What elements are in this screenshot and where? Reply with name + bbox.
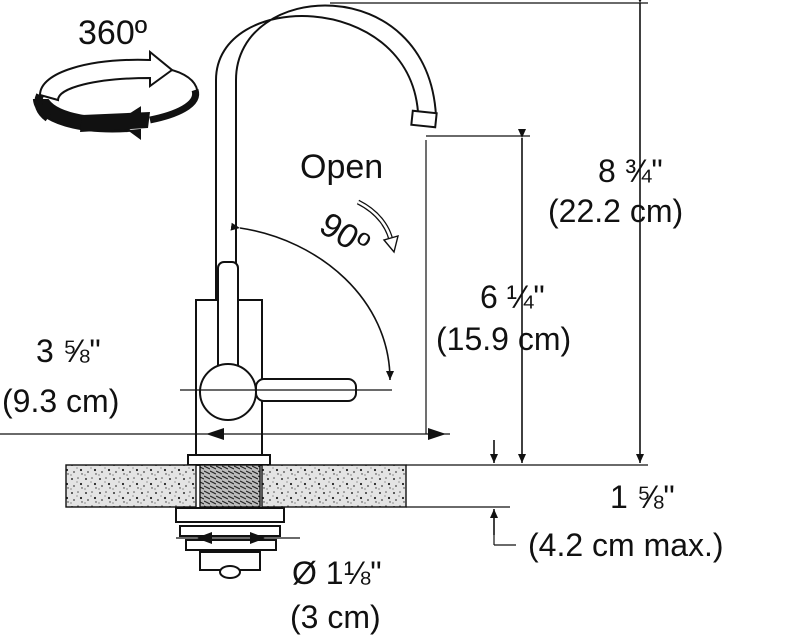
counter-thickness-in: 1 ⅝" (610, 479, 675, 515)
mounting-hardware (175, 507, 285, 579)
open-label: Open (300, 148, 383, 186)
countertop (65, 464, 407, 508)
open-direction-arrow-icon (356, 199, 399, 254)
hole-diameter-cm: (3 cm) (290, 599, 381, 635)
spout-height-cm: (15.9 cm) (436, 321, 571, 357)
hole-diameter-in: Ø 1⅛" (292, 555, 382, 591)
counter-thickness-cm: (4.2 cm max.) (528, 527, 724, 563)
total-height-cm: (22.2 cm) (548, 193, 683, 229)
angle-label: 90º (313, 205, 376, 264)
spout-height-in: 6 ¼" (480, 279, 545, 315)
faucet-spout (215, 4, 438, 369)
rotation-label: 360º (78, 14, 147, 52)
total-height-in: 8 ¾" (598, 153, 663, 189)
reach-in: 3 ⅝" (36, 333, 101, 369)
rotation-arrows-icon (32, 49, 200, 140)
reach-cm: (9.3 cm) (2, 383, 119, 419)
dimension-lines (0, 0, 648, 546)
